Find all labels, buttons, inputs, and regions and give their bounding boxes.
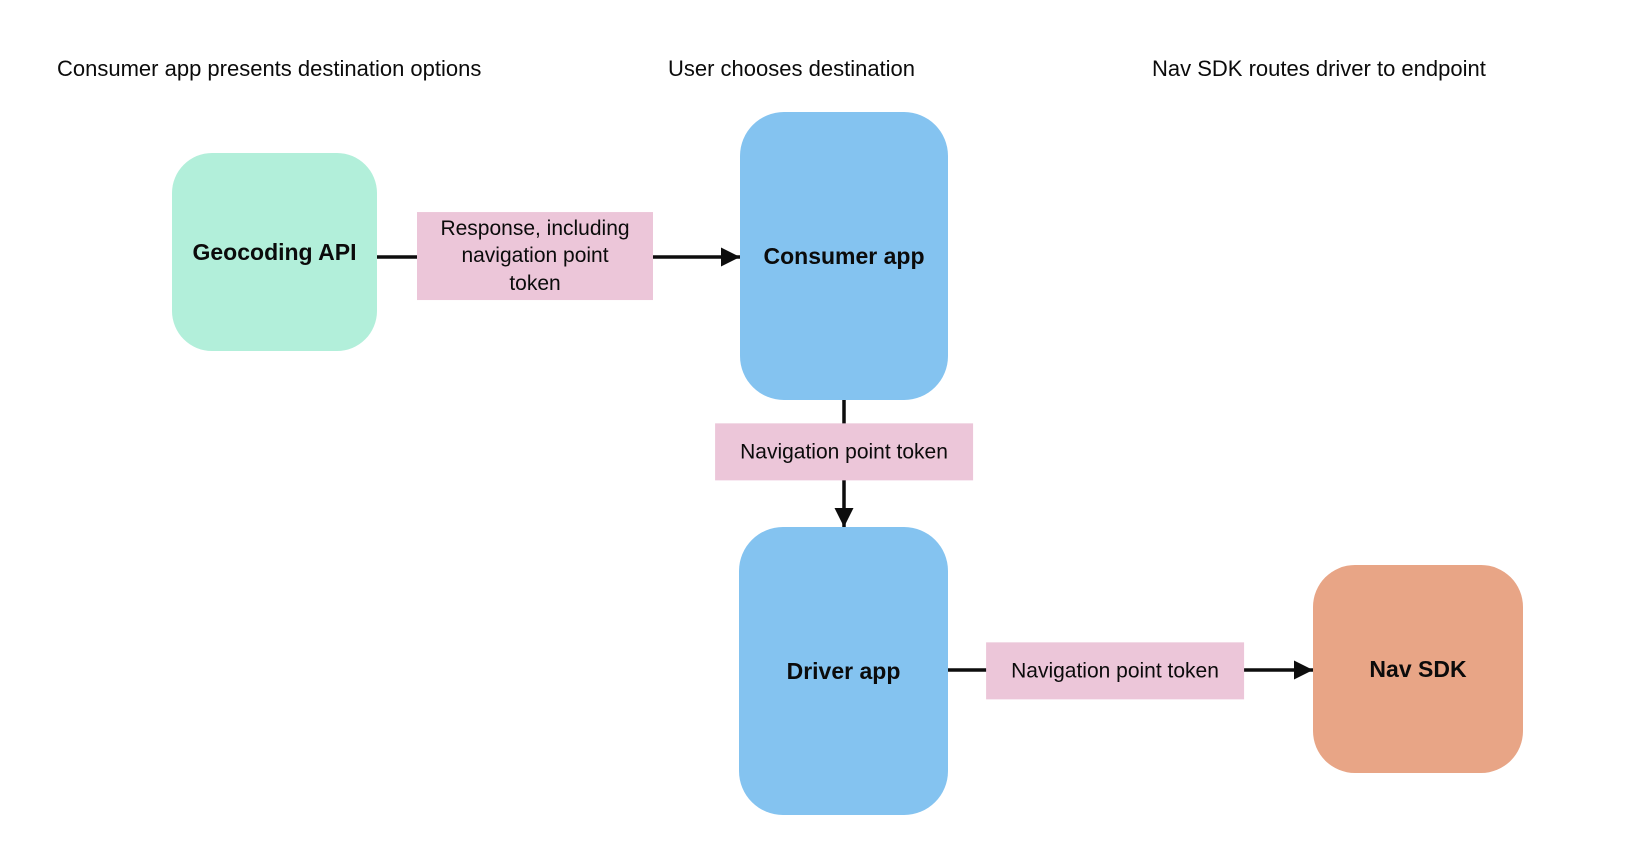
edge-label-navigation-point-token-1: Navigation point token	[715, 423, 973, 481]
edge-label-navigation-point-token-2: Navigation point token	[986, 642, 1244, 700]
edge-label-response-token: Response, including navigation point tok…	[417, 212, 653, 300]
node-nav-sdk: Nav SDK	[1313, 565, 1523, 773]
node-geocoding-api: Geocoding API	[172, 153, 377, 351]
stage-heading-user-chooses: User chooses destination	[668, 56, 916, 81]
stage-heading-consumer-presents: Consumer app presents destination option…	[57, 56, 482, 81]
node-consumer-app: Consumer app	[740, 112, 948, 400]
stage-heading-navsdk-routes: Nav SDK routes driver to endpoint	[1152, 56, 1486, 81]
node-driver-app: Driver app	[739, 527, 948, 815]
